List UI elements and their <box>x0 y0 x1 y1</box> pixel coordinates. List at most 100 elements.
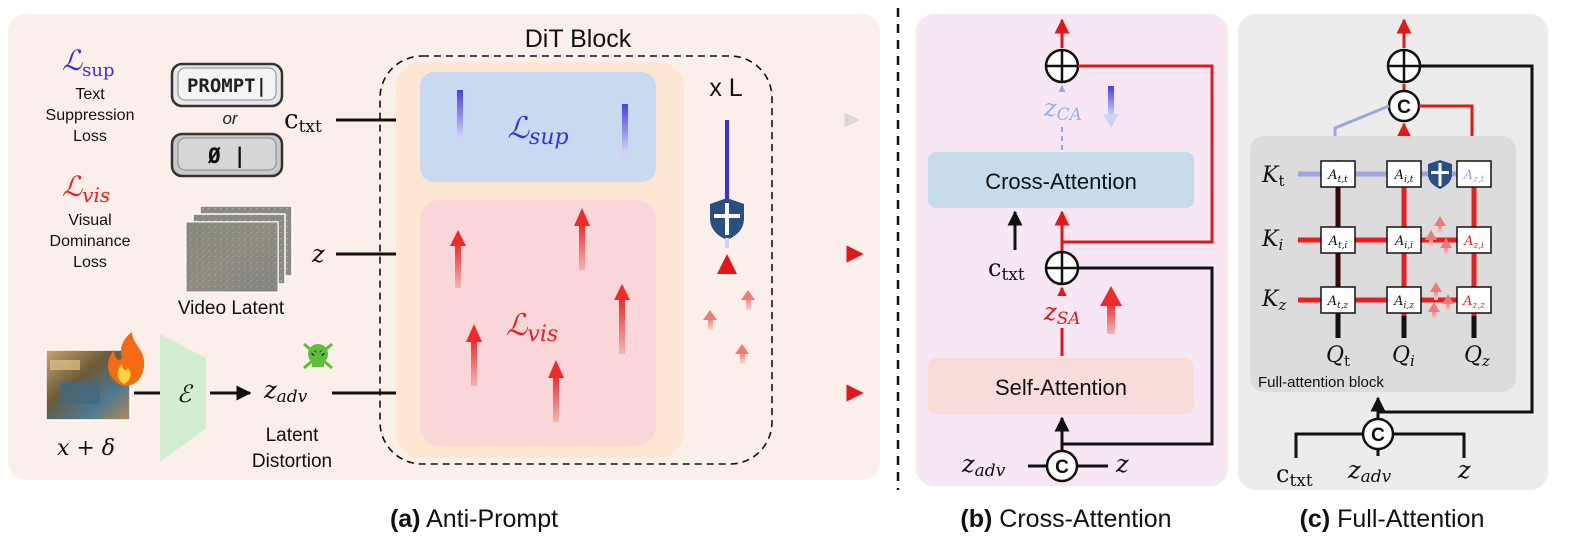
attention-cell-zi: Az,i <box>1456 226 1492 254</box>
c-residual <box>1378 64 1534 414</box>
b-z-ca-bg <box>1038 92 1088 124</box>
z-input-label: z <box>311 240 325 268</box>
b-c-txt-label: ctxt <box>988 254 1025 285</box>
attention-cell-zz: Az,z <box>1456 286 1492 314</box>
input-label: x + δ <box>57 436 115 461</box>
sup-box-label: ℒsup <box>507 111 568 150</box>
attention-cell-zt: Az,t <box>1456 160 1492 188</box>
loss-sup-symbol: ℒsup <box>62 44 115 81</box>
sup-down-arrow-right-head <box>617 150 633 164</box>
encoder-block <box>160 334 206 462</box>
video-latent-stack <box>185 205 293 293</box>
c-z-label: z <box>1457 456 1471 484</box>
cross-attention-label: Cross-Attention <box>985 169 1137 194</box>
encoder-symbol: ℰ <box>177 380 194 408</box>
attention-cell-ii: Ai,i <box>1386 226 1422 254</box>
panel-b-background <box>916 14 1228 486</box>
empty-key: Ø | <box>170 132 284 178</box>
b-z-label: z <box>1115 450 1129 478</box>
b-z-ca-label: zCA <box>1043 94 1082 125</box>
cross-attention-box <box>928 152 1194 208</box>
attention-cell-tt: At,t <box>1320 160 1356 188</box>
b-z-adv-label: zadv <box>961 450 1006 481</box>
c-inputs-bus <box>1294 432 1363 458</box>
col-query-z: Qz <box>1464 343 1490 370</box>
c-top-add-node <box>1386 48 1422 84</box>
svg-text:C: C <box>1055 457 1069 478</box>
vis-box <box>420 200 656 446</box>
svg-text:Ai,i: Ai,i <box>1394 234 1413 251</box>
b-top-add-node <box>1044 48 1080 84</box>
loss-vis-desc-3: Loss <box>73 254 107 271</box>
b-z-sa-bg <box>1038 296 1088 328</box>
b-ca-down-arrow-head <box>1103 114 1119 128</box>
col-query-t: Qt <box>1326 343 1350 370</box>
full-attention-block <box>1250 136 1516 392</box>
sup-down-arrow-left <box>457 90 463 138</box>
row-key-i: Ki <box>1261 227 1283 254</box>
caption-c: (c) Full-Attention <box>1300 505 1485 533</box>
c-inputs-bus-right <box>1393 432 1466 458</box>
svg-text:At,z: At,z <box>1327 294 1349 311</box>
loss-vis-desc-1: Visual <box>68 212 111 229</box>
latent-distortion-2: Distortion <box>252 451 332 472</box>
attention-cell-iz: Ai,z <box>1386 286 1422 314</box>
z-adv-input-label: zadv <box>263 376 308 407</box>
dit-repeat-frame <box>379 55 773 465</box>
video-latent-label: Video Latent <box>178 298 285 319</box>
svg-text:Ai,t: Ai,t <box>1394 168 1414 185</box>
svg-text:At,i: At,i <box>1328 234 1348 251</box>
b-sa-up-arrow <box>1107 302 1115 334</box>
c-shield-icon <box>1428 160 1452 189</box>
svg-text:C: C <box>1397 97 1411 118</box>
b-mid-add-node <box>1044 250 1080 286</box>
svg-text:C: C <box>1371 425 1385 446</box>
c-top-concat-node: C <box>1387 89 1421 123</box>
loss-sup-desc-2: Suppression <box>46 107 135 124</box>
prompt-key: PROMPT| <box>170 62 284 108</box>
svg-text:Az,t: Az,t <box>1463 168 1485 185</box>
svg-text:PROMPT|: PROMPT| <box>187 75 267 97</box>
b-sa-up-arrow-head <box>1100 286 1122 306</box>
svg-text:Az,i: Az,i <box>1463 234 1484 251</box>
caption-a: (a) Anti-Prompt <box>390 505 558 533</box>
c-txt-input-label: ctxt <box>284 105 322 137</box>
small-up-arrows-c <box>1425 216 1454 320</box>
b-residual-bottom <box>1062 266 1214 446</box>
svg-text:Az,z: Az,z <box>1462 294 1485 311</box>
sup-down-arrow-left-head <box>452 136 468 150</box>
row-key-t: Kt <box>1261 163 1284 190</box>
self-attention-label: Self-Attention <box>995 375 1127 400</box>
loss-sup-desc-1: Text <box>75 86 105 103</box>
svg-text:Ai,z: Ai,z <box>1393 294 1414 311</box>
b-concat-node: C <box>1045 449 1079 483</box>
c-bottom-concat-node: C <box>1361 417 1395 451</box>
fire-icon <box>108 332 145 386</box>
small-up-arrows-a <box>703 290 755 364</box>
c-c-txt-label: ctxt <box>1276 460 1313 491</box>
vis-boost-head <box>717 254 737 274</box>
vis-box-label: ℒvis <box>506 308 558 347</box>
col-query-i: Qi <box>1392 343 1415 370</box>
b-ca-down-arrow <box>1108 86 1114 116</box>
svg-text:Ø |: Ø | <box>207 144 246 169</box>
shield-down-fade <box>725 238 729 248</box>
loss-vis-desc-2: Dominance <box>50 233 131 250</box>
dit-block-label: DiT Block <box>525 25 632 53</box>
suppression-down-line <box>725 120 729 202</box>
repeat-label: x L <box>709 74 742 102</box>
sup-down-arrow-right <box>622 104 628 152</box>
loss-sup-desc-3: Loss <box>73 128 107 145</box>
sup-box <box>420 72 656 182</box>
full-attention-block-label: Full-attention block <box>1258 374 1384 391</box>
attention-cell-it: Ai,t <box>1386 160 1422 188</box>
skull-icon <box>303 342 333 370</box>
c-z-adv-label: zadv <box>1347 456 1392 487</box>
svg-text:At,t: At,t <box>1327 168 1348 185</box>
latent-distortion-1: Latent <box>266 425 320 446</box>
b-z-sa-label: zSA <box>1043 298 1081 329</box>
vis-up-arrows <box>450 208 630 422</box>
shield-icon <box>710 198 744 240</box>
self-attention-box <box>928 358 1194 414</box>
